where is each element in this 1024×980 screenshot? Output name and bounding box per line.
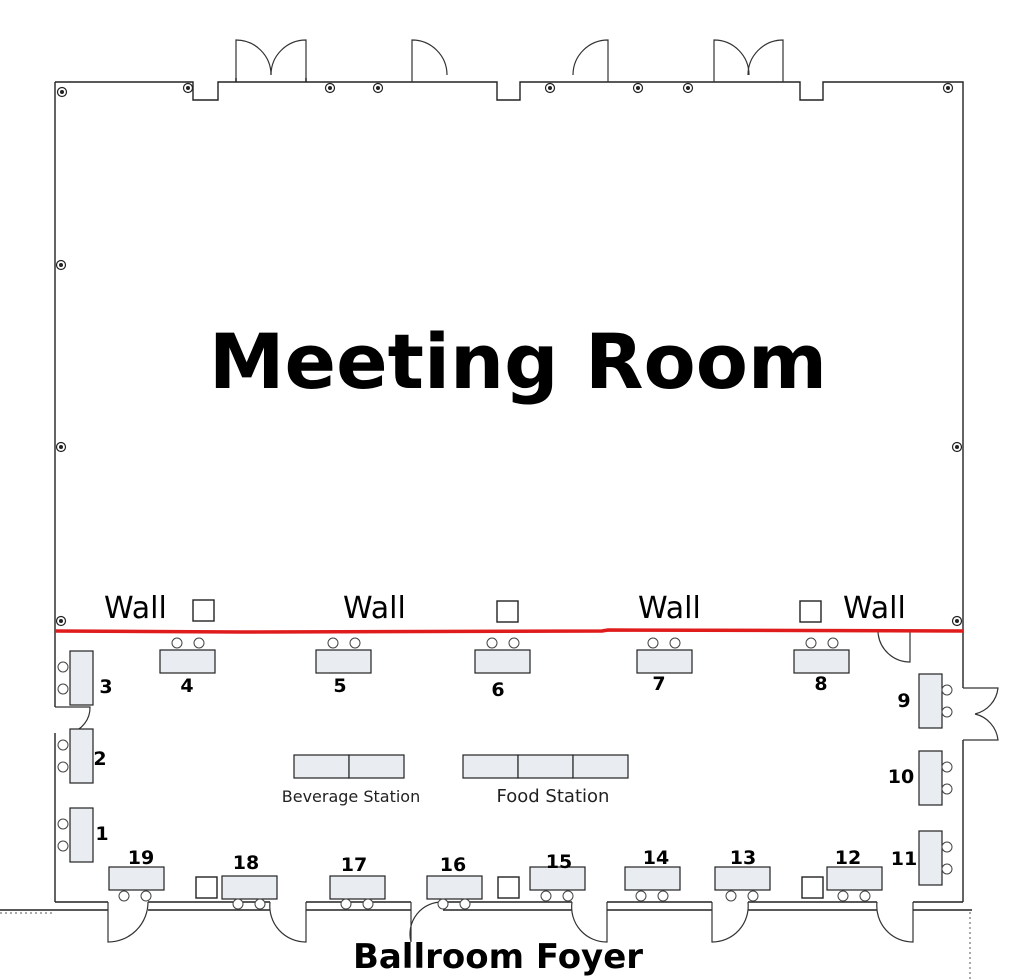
power-outlet-icon xyxy=(682,82,694,94)
door-bottom-4[interactable] xyxy=(571,901,608,943)
booth-6[interactable]: 6 xyxy=(474,637,531,701)
wall-label-4: Wall xyxy=(843,591,906,626)
booth-9[interactable]: 9 xyxy=(897,673,953,729)
power-outlet-icon xyxy=(951,615,963,627)
booth-2[interactable]: 2 xyxy=(57,728,107,784)
power-outlet-icon xyxy=(544,82,556,94)
beverage-station[interactable]: Beverage Station xyxy=(282,754,420,806)
partition-wall xyxy=(54,628,964,634)
booth-7[interactable]: 7 xyxy=(636,637,693,695)
wall-label-3: Wall xyxy=(638,591,701,626)
booth-number: 6 xyxy=(491,679,504,701)
wall-label-2: Wall xyxy=(343,591,406,626)
booth-3[interactable]: 3 xyxy=(57,650,113,706)
booth-number: 11 xyxy=(891,848,917,870)
power-outlet-icon xyxy=(372,82,384,94)
booth-number: 10 xyxy=(888,766,914,788)
booth-number: 12 xyxy=(835,847,861,869)
booth-number: 7 xyxy=(652,673,665,695)
door-bottom-1[interactable] xyxy=(107,901,149,943)
booth-number: 2 xyxy=(93,748,106,770)
power-outlet-icon xyxy=(55,259,67,271)
booth-18[interactable]: 18 xyxy=(221,852,278,910)
door-bottom-5[interactable] xyxy=(711,901,749,943)
booth-10[interactable]: 10 xyxy=(888,750,953,806)
booth-8[interactable]: 8 xyxy=(793,637,850,695)
door-icon xyxy=(409,901,444,943)
booth-number: 4 xyxy=(180,675,193,697)
door-top-1[interactable] xyxy=(235,39,307,82)
power-outlet-icon xyxy=(951,441,963,453)
booth-4[interactable]: 4 xyxy=(159,637,216,697)
pillar-icon xyxy=(801,876,824,899)
door-bottom-2[interactable] xyxy=(269,901,307,943)
booth-17[interactable]: 17 xyxy=(329,854,386,910)
booth-1[interactable]: 1 xyxy=(57,807,109,863)
door-bottom-6[interactable] xyxy=(876,901,914,943)
door-icon xyxy=(877,631,911,663)
pillar-icon xyxy=(799,600,822,623)
power-outlet-icon xyxy=(324,82,336,94)
booth-number: 5 xyxy=(333,675,346,697)
door-icon xyxy=(269,901,307,943)
power-outlet-icon xyxy=(182,82,194,94)
booth-number: 17 xyxy=(341,854,367,876)
booth-number: 19 xyxy=(128,847,154,869)
booth-12[interactable]: 12 xyxy=(826,847,883,902)
pillar-icon xyxy=(195,876,218,899)
booth-number: 13 xyxy=(730,847,756,869)
foyer-label: Ballroom Foyer xyxy=(353,937,643,977)
power-outlet-icon xyxy=(56,86,68,98)
booth-number: 9 xyxy=(897,690,910,712)
door-icon xyxy=(107,901,149,943)
power-outlet-icon xyxy=(55,615,67,627)
wall-label-1: Wall xyxy=(104,591,167,626)
booth-number: 8 xyxy=(814,673,827,695)
door-icon xyxy=(411,39,448,82)
booth-number: 18 xyxy=(233,852,259,874)
power-outlet-icon xyxy=(55,441,67,453)
booth-13[interactable]: 13 xyxy=(714,847,771,902)
booth-19[interactable]: 19 xyxy=(108,847,165,902)
power-outlet-icon xyxy=(942,82,954,94)
booth-number: 14 xyxy=(643,847,669,869)
booth-14[interactable]: 14 xyxy=(624,847,681,902)
door-icon xyxy=(963,687,999,715)
door-icon xyxy=(572,39,609,82)
power-outlets xyxy=(55,82,963,627)
pillar-icon xyxy=(496,600,519,623)
booth-15[interactable]: 15 xyxy=(529,851,586,902)
room-outline xyxy=(0,81,972,980)
door-top-3[interactable] xyxy=(572,39,609,82)
pillar-icon xyxy=(192,599,215,622)
door-bottom-3[interactable] xyxy=(409,901,444,943)
booth-number: 15 xyxy=(546,851,572,873)
beverage-station-label: Beverage Station xyxy=(282,787,420,806)
door-icon xyxy=(876,901,914,943)
booth-5[interactable]: 5 xyxy=(315,637,372,697)
door-top-2[interactable] xyxy=(411,39,448,82)
door-right-double[interactable] xyxy=(963,687,999,741)
pillar-icon xyxy=(497,876,520,899)
food-station-label: Food Station xyxy=(497,786,610,807)
door-icon xyxy=(571,901,608,943)
door-top-4[interactable] xyxy=(713,39,784,82)
door-icon xyxy=(713,39,750,82)
food-station[interactable]: Food Station xyxy=(462,754,629,807)
booth-number: 3 xyxy=(99,676,112,698)
room-title: Meeting Room xyxy=(209,317,827,406)
power-outlet-icon xyxy=(632,82,644,94)
booth-11[interactable]: 11 xyxy=(891,830,953,886)
door-icon xyxy=(235,39,272,82)
booth-number: 1 xyxy=(95,823,108,845)
door-icon xyxy=(711,901,749,943)
booth-number: 16 xyxy=(440,854,466,876)
booth-16[interactable]: 16 xyxy=(426,854,483,910)
door-right-upper[interactable] xyxy=(877,631,911,663)
